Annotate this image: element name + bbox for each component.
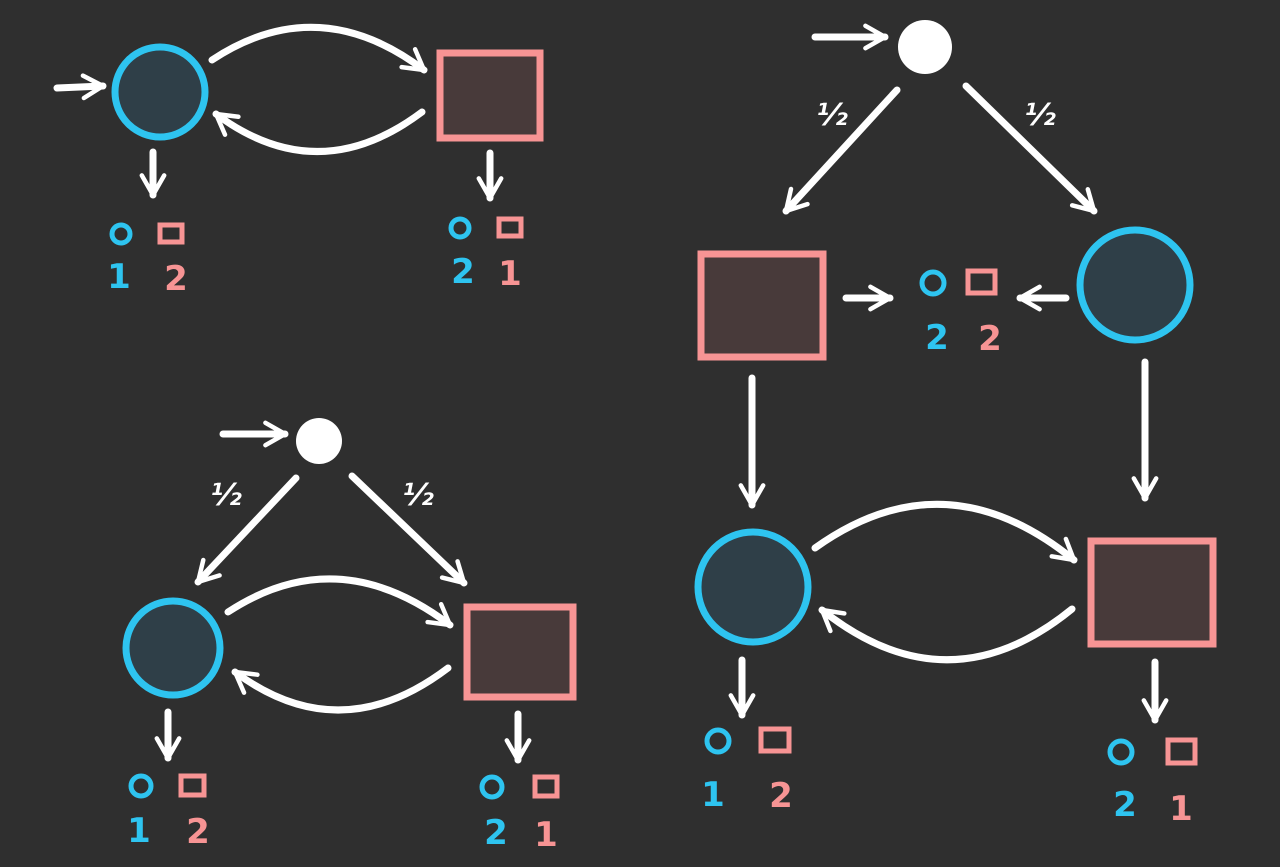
payoff-square-value: 1 [1169, 789, 1193, 829]
circle-player-node [694, 528, 812, 646]
payoff-square-value: 1 [534, 815, 558, 855]
diagram-a: 1 2 2 1 [53, 23, 544, 299]
arrow-chance-to-square [782, 86, 901, 215]
circle-player-node [1076, 226, 1194, 344]
payoff-square-value: 1 [498, 254, 522, 294]
payoff-left: 1 2 [107, 222, 188, 299]
chance-node [898, 20, 952, 74]
diagram-c: ½ ½ 2 2 1 2 2 1 [694, 20, 1217, 829]
circle-symbol-icon [109, 222, 133, 246]
arrow-chance-to-square [348, 472, 468, 587]
square-player-node [1087, 537, 1217, 648]
payoff-circle-value: 1 [127, 811, 151, 851]
payoff-square-value: 2 [164, 259, 188, 299]
circle-symbol-icon [919, 269, 947, 297]
payoff-left: 1 2 [127, 773, 210, 852]
square-symbol-icon [758, 726, 792, 754]
probability-label: ½ [210, 478, 242, 513]
arrow-circle-to-square [224, 575, 454, 629]
payoff-circle-value: 2 [1113, 785, 1137, 825]
circle-symbol-icon [448, 216, 472, 240]
circle-symbol-icon [1107, 738, 1135, 766]
circle-symbol-icon [128, 773, 154, 799]
circle-symbol-icon [704, 727, 732, 755]
arrow-square-to-circle [212, 108, 426, 155]
payoff-circle-value: 1 [701, 775, 725, 815]
circle-player-node [122, 597, 224, 699]
arrow-chance-to-circle [962, 82, 1098, 215]
arrow-circle-to-square [811, 500, 1078, 564]
probability-label: ½ [402, 478, 434, 513]
square-player-node [697, 250, 827, 361]
payoff-square-value: 2 [186, 812, 210, 852]
circle-player-node [111, 43, 209, 141]
square-symbol-icon [1165, 737, 1198, 766]
probability-label: ½ [1024, 98, 1056, 133]
chance-node [296, 418, 342, 464]
payoff-square-value: 2 [769, 776, 793, 816]
square-player-node [463, 603, 577, 701]
payoff-square-value: 2 [978, 319, 1002, 359]
arrow-square-to-circle [231, 664, 452, 714]
arrow-chance-to-circle [194, 474, 300, 586]
payoff-circle-value: 2 [484, 813, 508, 853]
circle-symbol-icon [479, 774, 505, 800]
payoff-right: 2 1 [1107, 737, 1198, 829]
payoff-middle: 2 2 [919, 268, 1002, 359]
square-symbol-icon [965, 268, 998, 296]
payoff-circle-value: 2 [451, 252, 475, 292]
probability-label: ½ [816, 98, 848, 133]
payoff-right: 2 1 [448, 216, 524, 294]
square-symbol-icon [496, 216, 524, 239]
arrow-circle-to-square [208, 23, 428, 74]
payoff-left: 1 2 [701, 726, 793, 816]
square-player-node [436, 49, 544, 142]
payoff-right: 2 1 [479, 774, 560, 855]
arrow-square-to-circle [818, 605, 1076, 664]
diagram-b: ½ ½ 1 2 2 1 [122, 418, 577, 855]
square-symbol-icon [157, 222, 185, 245]
payoff-circle-value: 1 [107, 257, 131, 297]
square-symbol-icon [532, 774, 560, 799]
start-arrow [53, 73, 107, 101]
payoff-circle-value: 2 [925, 318, 949, 358]
square-symbol-icon [178, 773, 207, 798]
